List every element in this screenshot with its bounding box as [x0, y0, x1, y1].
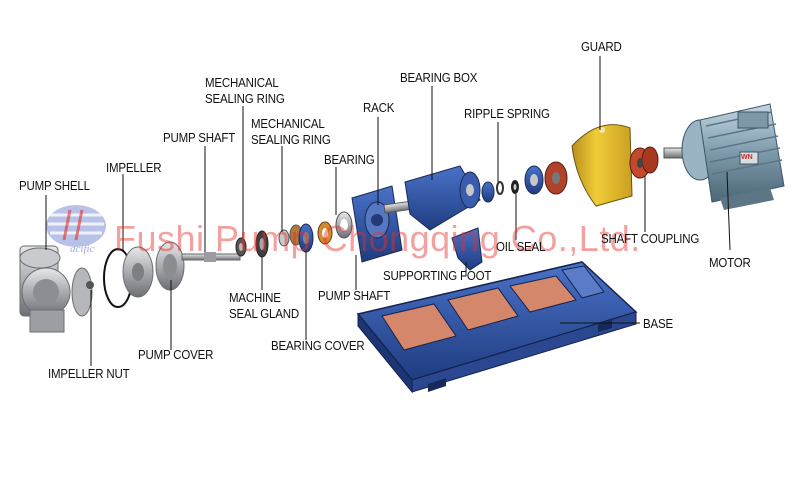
pump-shaft-left-part — [181, 252, 241, 262]
pump-shell-part — [19, 245, 93, 333]
label-guard: GUARD — [581, 40, 622, 54]
label-impeller-nut: IMPELLER NUT — [48, 367, 130, 381]
bearing-part — [317, 211, 353, 245]
svg-text:acific: acific — [70, 243, 95, 255]
watermark-text: Fushi Pump Chongqing Co.,Ltd. — [114, 218, 641, 259]
label-bearing-box: BEARING BOX — [400, 71, 478, 85]
label-bearing-cover: BEARING COVER — [271, 339, 365, 353]
label-pump-shell: PUMP SHELL — [19, 179, 90, 193]
label-mechanical-sealing-ring-1-line2: SEALING RING — [205, 92, 285, 106]
label-mechanical-sealing-ring-2-line2: SEALING RING — [251, 133, 331, 147]
base-part — [356, 261, 638, 394]
supporting-foot-part — [451, 227, 483, 271]
label-mechanical-sealing-ring-2-line1: MECHANICAL — [251, 117, 325, 131]
label-oil-seal: OIL SEAL — [496, 240, 546, 254]
company-logo: acific — [46, 205, 106, 255]
mechanical-sealing-ring-1-part — [235, 237, 247, 257]
label-rack: RACK — [363, 101, 395, 115]
pump-cover-part — [155, 241, 185, 291]
label-mechanical-sealing-ring-1-line1: MECHANICAL — [205, 76, 279, 90]
oil-seal-part — [511, 180, 519, 194]
label-supporting-foot: SUPPORTING FOOT — [383, 269, 492, 283]
impeller-nut-part — [86, 281, 94, 289]
impeller-part — [122, 246, 154, 298]
motor-nameplate: WN — [741, 154, 753, 161]
guard-part — [571, 124, 633, 207]
label-bearing: BEARING — [324, 153, 375, 167]
bearing-box-part — [404, 165, 481, 231]
label-shaft-coupling: SHAFT COUPLING — [601, 232, 700, 246]
ripple-spring-part — [481, 181, 504, 203]
label-machine-seal-gland-line2: SEAL GLAND — [229, 307, 299, 321]
leader-lines — [45, 56, 731, 366]
label-impeller: IMPELLER — [106, 161, 162, 175]
shaft-coupling-part — [629, 146, 659, 179]
motor-part — [663, 103, 785, 210]
label-pump-cover: PUMP COVER — [138, 348, 214, 362]
rack-part — [351, 185, 446, 263]
label-motor: MOTOR — [709, 256, 751, 270]
flange-part — [524, 161, 568, 195]
label-pump-shaft-mid: PUMP SHAFT — [318, 289, 391, 303]
label-pump-shaft-left: PUMP SHAFT — [163, 131, 236, 145]
label-base: BASE — [643, 317, 673, 331]
label-machine-seal-gland-line1: MACHINE — [229, 291, 281, 305]
label-ripple-spring: RIPPLE SPRING — [464, 107, 550, 121]
